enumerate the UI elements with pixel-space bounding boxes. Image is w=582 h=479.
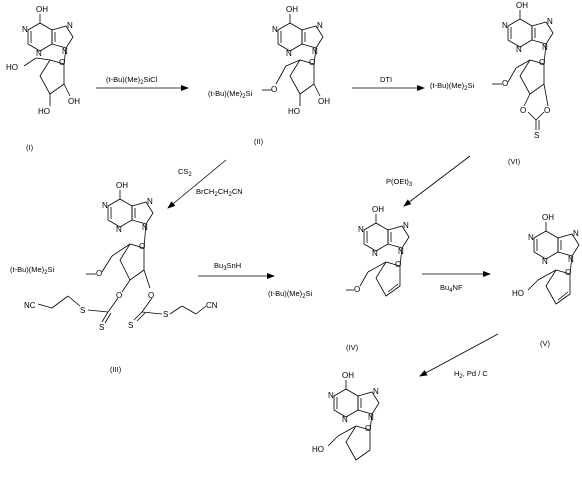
oxygen-label: O: [544, 106, 550, 115]
compound-label: (V): [540, 339, 551, 348]
compound-VI: OH N N N N O O (t-Bu)(Me)2Si O O S (VI): [430, 1, 554, 166]
hydroxyl-label: OH: [318, 97, 330, 106]
nitrogen-label: N: [312, 47, 318, 56]
nitrogen-label: N: [147, 197, 153, 206]
nitrogen-label: N: [116, 225, 122, 234]
nitrogen-label: N: [286, 49, 292, 58]
ring-oxygen-label: O: [365, 424, 371, 433]
nitrogen-label: N: [36, 49, 42, 58]
thione-sulfur-label: S: [99, 323, 104, 332]
reagent-label: Bu4NF: [440, 283, 463, 294]
ether-oxygen-label: O: [502, 79, 508, 88]
nitrogen-label: N: [528, 233, 534, 242]
nitrogen-label: N: [547, 17, 553, 26]
nitrogen-label: N: [368, 413, 374, 422]
ring-oxygen-label: O: [565, 268, 571, 277]
silyl-group-label: (t-Bu)(Me)2Si: [268, 289, 313, 300]
hydroxyl-label: OH: [68, 97, 80, 106]
compound-final: OH N N N N O HO: [312, 371, 380, 461]
silyl-group-label: (t-Bu)(Me)2Si: [208, 89, 253, 100]
hydroxyl-label: HO: [38, 107, 50, 116]
nitrile-label: NC: [24, 301, 36, 310]
nitrogen-label: N: [142, 223, 148, 232]
reagent-label: DTI: [380, 75, 392, 84]
reagent-label: Bu3SnH: [214, 261, 241, 272]
oxygen-label: O: [116, 291, 122, 300]
hydroxyl-label: OH: [542, 213, 554, 222]
hydroxyl-label: HO: [312, 445, 324, 454]
nitrogen-label: N: [358, 225, 364, 234]
nitrogen-label: N: [67, 21, 73, 30]
nitrogen-label: N: [342, 415, 348, 424]
reagent-label: P(OEt)3: [386, 177, 413, 188]
hydroxyl-label: HO: [288, 107, 300, 116]
nitrogen-label: N: [102, 201, 108, 210]
ether-oxygen-label: O: [271, 85, 277, 94]
compound-IV: OH N N N N O O (t-Bu)(Me)2Si (IV): [268, 205, 410, 352]
oxygen-label: O: [520, 106, 526, 115]
nitrogen-label: N: [398, 247, 404, 256]
compound-label: (IV): [346, 343, 359, 352]
compound-V: OH N N N N O HO (V): [512, 213, 580, 348]
ring-oxygen-label: O: [59, 58, 65, 67]
nitrogen-label: N: [62, 47, 68, 56]
compound-label: (VI): [508, 157, 521, 166]
nitrile-label: CN: [206, 301, 218, 310]
arrow-III-to-IV: Bu3SnH: [198, 261, 275, 279]
arrow-VI-to-IV: P(OEt)3: [386, 155, 471, 207]
nitrogen-label: N: [568, 255, 574, 264]
hydroxyl-label: OH: [372, 205, 384, 214]
nitrogen-label: N: [542, 43, 548, 52]
compound-III: OH N N N N O O (t-Bu)(Me)2Si O O S S NC …: [10, 181, 218, 374]
thioether-sulfur-label: S: [163, 310, 168, 319]
silyl-group-label: (t-Bu)(Me)2Si: [430, 81, 475, 92]
compound-label: (I): [26, 143, 34, 152]
ring-oxygen-label: O: [139, 242, 145, 251]
nitrogen-label: N: [573, 229, 579, 238]
compound-label: (II): [254, 137, 264, 146]
nitrogen-label: N: [516, 45, 522, 54]
arrow-II-to-VI: DTI: [352, 75, 425, 91]
hydroxyl-label: HO: [6, 63, 18, 72]
silyl-group-label: (t-Bu)(Me)2Si: [10, 265, 55, 276]
nitrogen-label: N: [328, 391, 334, 400]
reagent-label: BrCH2CH2CN: [196, 187, 243, 198]
hydroxyl-label: OH: [36, 5, 48, 14]
nitrogen-label: N: [317, 21, 323, 30]
hydroxyl-label: OH: [286, 5, 298, 14]
arrow-IV-to-V: Bu4NF: [422, 271, 491, 294]
nitrogen-label: N: [502, 21, 508, 30]
oxygen-label: O: [148, 291, 154, 300]
nitrogen-label: N: [22, 25, 28, 34]
hydroxyl-label: HO: [512, 289, 524, 298]
nitrogen-label: N: [372, 249, 378, 258]
thione-sulfur-label: S: [534, 131, 539, 140]
arrow-I-to-II: (t-Bu)(Me)2SiCl: [96, 75, 189, 91]
thioether-sulfur-label: S: [80, 306, 85, 315]
compound-label: (III): [110, 365, 122, 374]
ether-oxygen-label: O: [354, 285, 360, 294]
reagent-label: H2, Pd / C: [454, 369, 488, 380]
compound-I: OH N N N N O HO HO OH (I): [6, 5, 80, 152]
hydroxyl-label: OH: [516, 1, 528, 10]
reagent-label: (t-Bu)(Me)2SiCl: [106, 75, 158, 86]
arrow-II-to-III: CS2 BrCH2CH2CN: [167, 159, 243, 209]
hydroxyl-label: OH: [342, 371, 354, 380]
nitrogen-label: N: [403, 221, 409, 230]
compound-II: OH N N N N O O (t-Bu)(Me)2Si HO OH (II): [208, 5, 330, 146]
ring-oxygen-label: O: [395, 260, 401, 269]
arrow-V-to-final: H2, Pd / C: [419, 333, 499, 380]
reagent-label: CS2: [178, 167, 192, 178]
nitrogen-label: N: [373, 387, 379, 396]
thione-sulfur-label: S: [128, 321, 133, 330]
ring-oxygen-label: O: [309, 58, 315, 67]
nitrogen-label: N: [272, 25, 278, 34]
hydroxyl-label: OH: [116, 181, 128, 190]
nitrogen-label: N: [542, 257, 548, 266]
ether-oxygen-label: O: [96, 269, 102, 278]
ring-oxygen-label: O: [539, 58, 545, 67]
